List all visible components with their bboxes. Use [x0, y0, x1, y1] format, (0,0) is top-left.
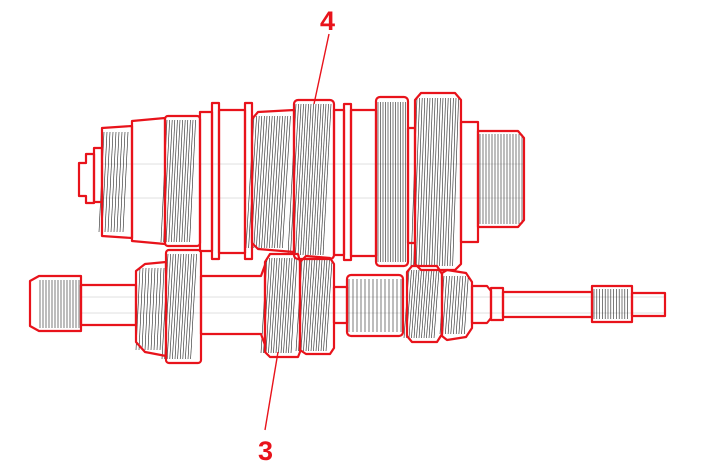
mainshaft-neck — [470, 284, 493, 325]
gear-b-teeth — [245, 115, 291, 249]
mainshaft-section-1 — [79, 283, 138, 327]
gear-a-teeth — [160, 119, 196, 243]
callout-3-leader-line — [264, 351, 279, 431]
countershaft-spacer-2 — [198, 110, 214, 253]
mainshaft-hub — [199, 263, 267, 347]
mainshaft-output-tip — [630, 291, 667, 318]
output-spline-teeth — [479, 134, 523, 224]
countershaft-gear-d — [349, 108, 378, 258]
gear-teeth-hatching — [39, 97, 665, 360]
gear-e-teeth — [377, 102, 406, 262]
countershaft-synchro-hub — [217, 108, 247, 255]
gear-4-teeth — [295, 259, 333, 352]
mainshaft-collar-2 — [489, 286, 505, 322]
countershaft-output-splines — [476, 129, 526, 229]
mainshaft-gear-6 — [440, 268, 474, 342]
output-spline-detail — [593, 289, 628, 319]
large-gear-teeth — [410, 97, 459, 267]
countershaft-spacer-1 — [130, 116, 167, 246]
mainshaft-gear-4 — [298, 254, 336, 356]
countershaft-left-stub — [77, 152, 96, 205]
drive-gear-teeth — [161, 253, 197, 360]
mainshaft-spacer — [332, 285, 349, 325]
countershaft-collar — [459, 120, 480, 244]
sleeve-splines — [348, 279, 402, 332]
mainshaft-taper-gear — [134, 260, 168, 358]
component-outlines — [28, 33, 667, 431]
gear-6-teeth — [439, 275, 469, 335]
mainshaft-input-spline — [28, 274, 83, 333]
input-spline-teeth — [39, 280, 80, 328]
callout-4-label: 4 — [320, 6, 335, 36]
callout-3-label: 3 — [258, 436, 273, 466]
mainshaft-output-splines — [590, 284, 634, 324]
mainshaft-output-shaft — [501, 290, 594, 319]
mainshaft-sleeve — [345, 273, 405, 338]
gear-3-teeth — [260, 257, 298, 354]
mainshaft-gear-3 — [263, 252, 302, 359]
callout-4-leader-line — [313, 33, 330, 105]
gear-5-teeth — [403, 269, 440, 339]
taper-gear-teeth — [135, 267, 165, 351]
bearing-gear-teeth — [98, 131, 129, 233]
countershaft-spacer-3 — [332, 108, 346, 257]
